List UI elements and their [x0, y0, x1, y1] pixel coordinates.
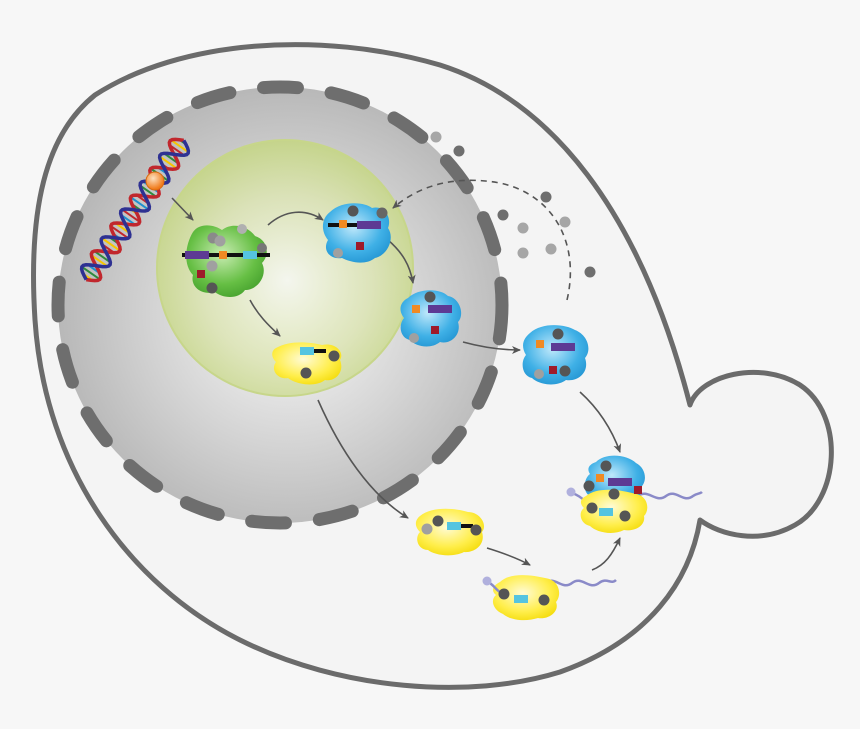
- green-protein: [182, 224, 270, 297]
- dna-base-pair: [93, 250, 111, 264]
- dark-ball: [583, 480, 595, 492]
- dark-ball: [328, 350, 340, 362]
- red-square: [634, 486, 642, 494]
- blue-protein: [522, 325, 589, 385]
- gray-ball: [237, 224, 247, 234]
- gray-ball: [409, 333, 419, 343]
- dna-base-pair: [90, 254, 109, 268]
- dna-base-pair: [81, 265, 101, 281]
- red-square: [431, 326, 439, 334]
- particle: [517, 222, 529, 234]
- particle: [453, 145, 465, 157]
- light-ball: [566, 487, 576, 497]
- particle: [584, 266, 596, 278]
- gray-ball: [534, 369, 544, 379]
- arrow-tagged-to-complex: [591, 537, 621, 571]
- dna-base-pair: [101, 237, 121, 252]
- red-square: [549, 366, 557, 374]
- dark-ball: [300, 367, 312, 379]
- tagged-yellow-protein: [482, 575, 617, 621]
- arrow-yellow-to-exit: [317, 399, 409, 519]
- arrow-blue-to-blue2: [387, 239, 416, 284]
- pathway-arrows: [171, 179, 622, 571]
- black-bar: [314, 349, 326, 353]
- cyan-bar: [514, 595, 528, 603]
- blue-protein: [400, 290, 462, 347]
- orange-square: [536, 340, 544, 348]
- purple-bar: [428, 305, 452, 313]
- orange-square: [412, 305, 420, 313]
- purple-bar: [185, 251, 209, 259]
- yellow-protein: [272, 342, 342, 385]
- gray-ball: [257, 243, 267, 253]
- dark-ball: [432, 515, 444, 527]
- dark-ball: [619, 510, 631, 522]
- dna-base-pair: [159, 155, 178, 170]
- dark-ball: [608, 488, 620, 500]
- red-square: [356, 242, 364, 250]
- blue-protein: [322, 203, 391, 263]
- gray-ball: [333, 248, 343, 258]
- orange-square: [596, 474, 604, 482]
- purple-bar: [551, 343, 575, 351]
- dark-ball: [424, 291, 436, 303]
- cyan-bar: [243, 251, 257, 259]
- arrow-blue3-to-complex: [579, 391, 622, 453]
- gray-ball: [206, 260, 218, 272]
- orange-square: [339, 220, 347, 228]
- arrow-blue2-to-cytoplasm: [462, 341, 521, 354]
- dark-ball: [421, 523, 433, 535]
- dark-ball: [470, 524, 482, 536]
- particle: [545, 243, 557, 255]
- orange-square: [219, 251, 227, 259]
- red-square: [197, 270, 205, 278]
- particle: [497, 209, 509, 221]
- cyan-bar: [300, 347, 314, 355]
- black-bar: [328, 223, 368, 227]
- light-ball: [482, 576, 492, 586]
- arrow-dna-to-green: [171, 197, 194, 221]
- ubiquitin-tail: [544, 578, 617, 587]
- cyan-bar: [447, 522, 461, 530]
- dna-base-pair: [170, 139, 189, 153]
- particle: [559, 216, 571, 228]
- cyan-bar: [599, 508, 613, 516]
- dark-ball: [552, 328, 564, 340]
- dna-base-pair: [110, 225, 129, 240]
- arrow-return-dashed: [392, 179, 572, 301]
- dark-ball: [347, 205, 359, 217]
- dark-ball: [206, 282, 218, 294]
- ubiquitin-tail: [637, 491, 703, 500]
- free-particles: [430, 131, 596, 278]
- dark-ball: [586, 502, 598, 514]
- purple-bar: [357, 221, 381, 229]
- gray-ball: [214, 235, 226, 247]
- arrow-green-to-yellow: [249, 299, 281, 337]
- dark-ball: [498, 588, 510, 600]
- dark-ball: [600, 460, 612, 472]
- arrow-green-to-blue: [267, 211, 324, 226]
- dark-ball: [538, 594, 550, 606]
- dna-binding-ball: [145, 171, 165, 191]
- dna-base-pair: [121, 208, 141, 223]
- dna-base-pair: [139, 184, 157, 198]
- dark-ball: [376, 207, 388, 219]
- dark-ball: [559, 365, 571, 377]
- yellow-protein: [415, 508, 485, 556]
- particle: [430, 131, 442, 143]
- dna-base-pair: [130, 196, 150, 211]
- particle: [540, 191, 552, 203]
- protein-complex: [566, 455, 703, 533]
- arrow-yellow-to-tagged: [486, 547, 531, 566]
- black-bar: [461, 524, 473, 528]
- dna-helix: [79, 137, 191, 283]
- purple-bar: [608, 478, 632, 486]
- nuclear-envelope: [51, 80, 509, 530]
- particle: [517, 247, 529, 259]
